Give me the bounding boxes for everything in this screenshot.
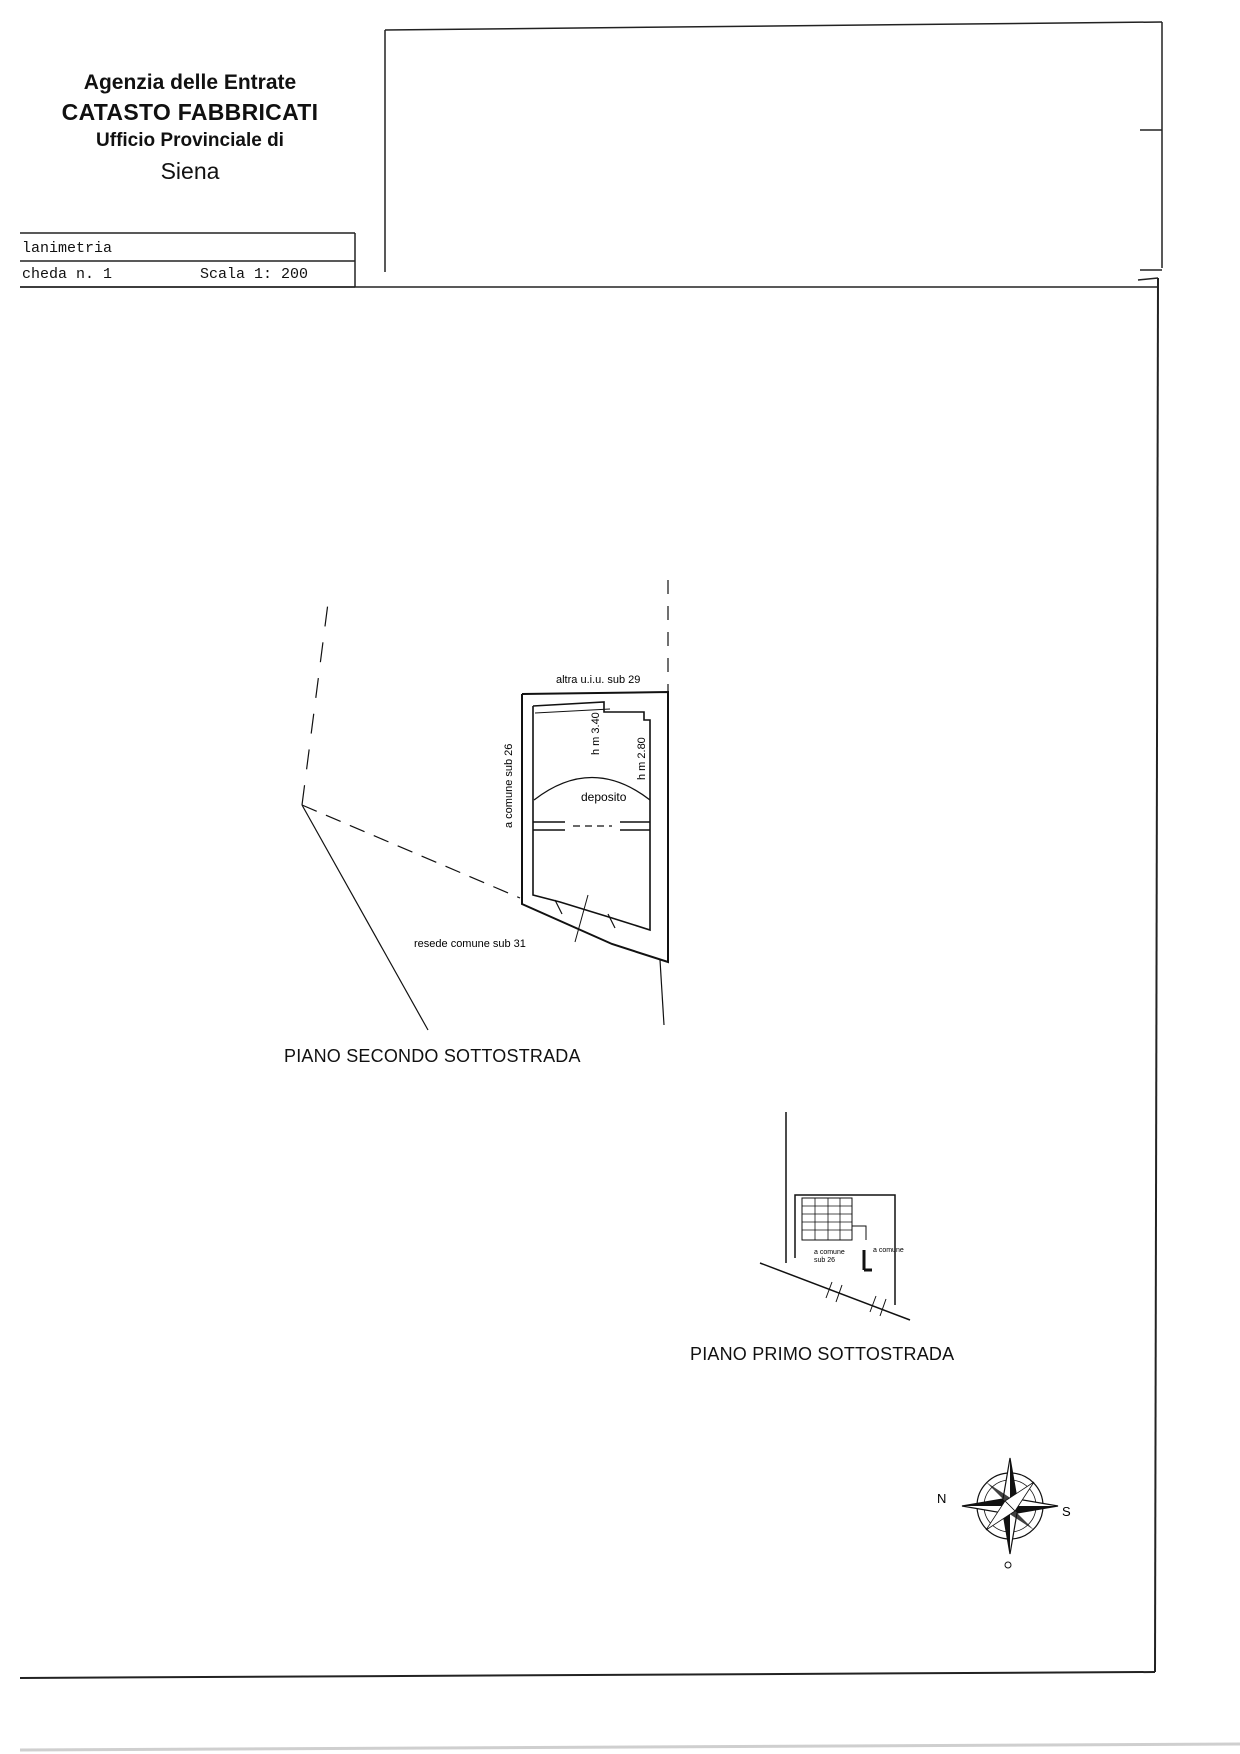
scale-label: Scala 1: 200 [200,266,309,283]
office-name: Ufficio Provinciale di [96,130,284,151]
label-upper-common-2: a comune [873,1247,904,1254]
label-west-common: a comune sub 26 [503,744,515,828]
compass-s-label: S [1062,1504,1071,1519]
label-height-2: h m 2.80 [636,737,648,780]
doc-type: lanimetria [22,240,113,257]
sheet-number: cheda n. 1 [22,266,113,283]
city-name: Siena [160,157,220,184]
catasto-title: CATASTO FABBRICATI [61,99,319,126]
floor-plan-upper [759,1112,911,1321]
room-name: deposito [581,790,627,804]
compass-n-label: N [937,1491,946,1506]
label-north-neighbor: altra u.i.u. sub 29 [556,674,640,686]
label-upper-common-1b: sub 26 [814,1257,835,1264]
header-block: Agenzia delle Entrate CATASTO FABBRICATI… [40,70,340,186]
compass-rose-icon: N S [937,1457,1071,1569]
label-height-1: h m 3.40 [590,712,602,755]
form-table [20,232,356,288]
floor-title-lower: PIANO SECONDO SOTTOSTRADA [284,1046,581,1066]
agency-name: Agenzia delle Entrate [83,71,297,94]
label-south-common: resede comune sub 31 [414,938,526,950]
floor-plan-lower [301,580,669,1031]
floor-title-upper: PIANO PRIMO SOTTOSTRADA [690,1344,955,1364]
label-upper-common-1: a comune [814,1249,845,1256]
